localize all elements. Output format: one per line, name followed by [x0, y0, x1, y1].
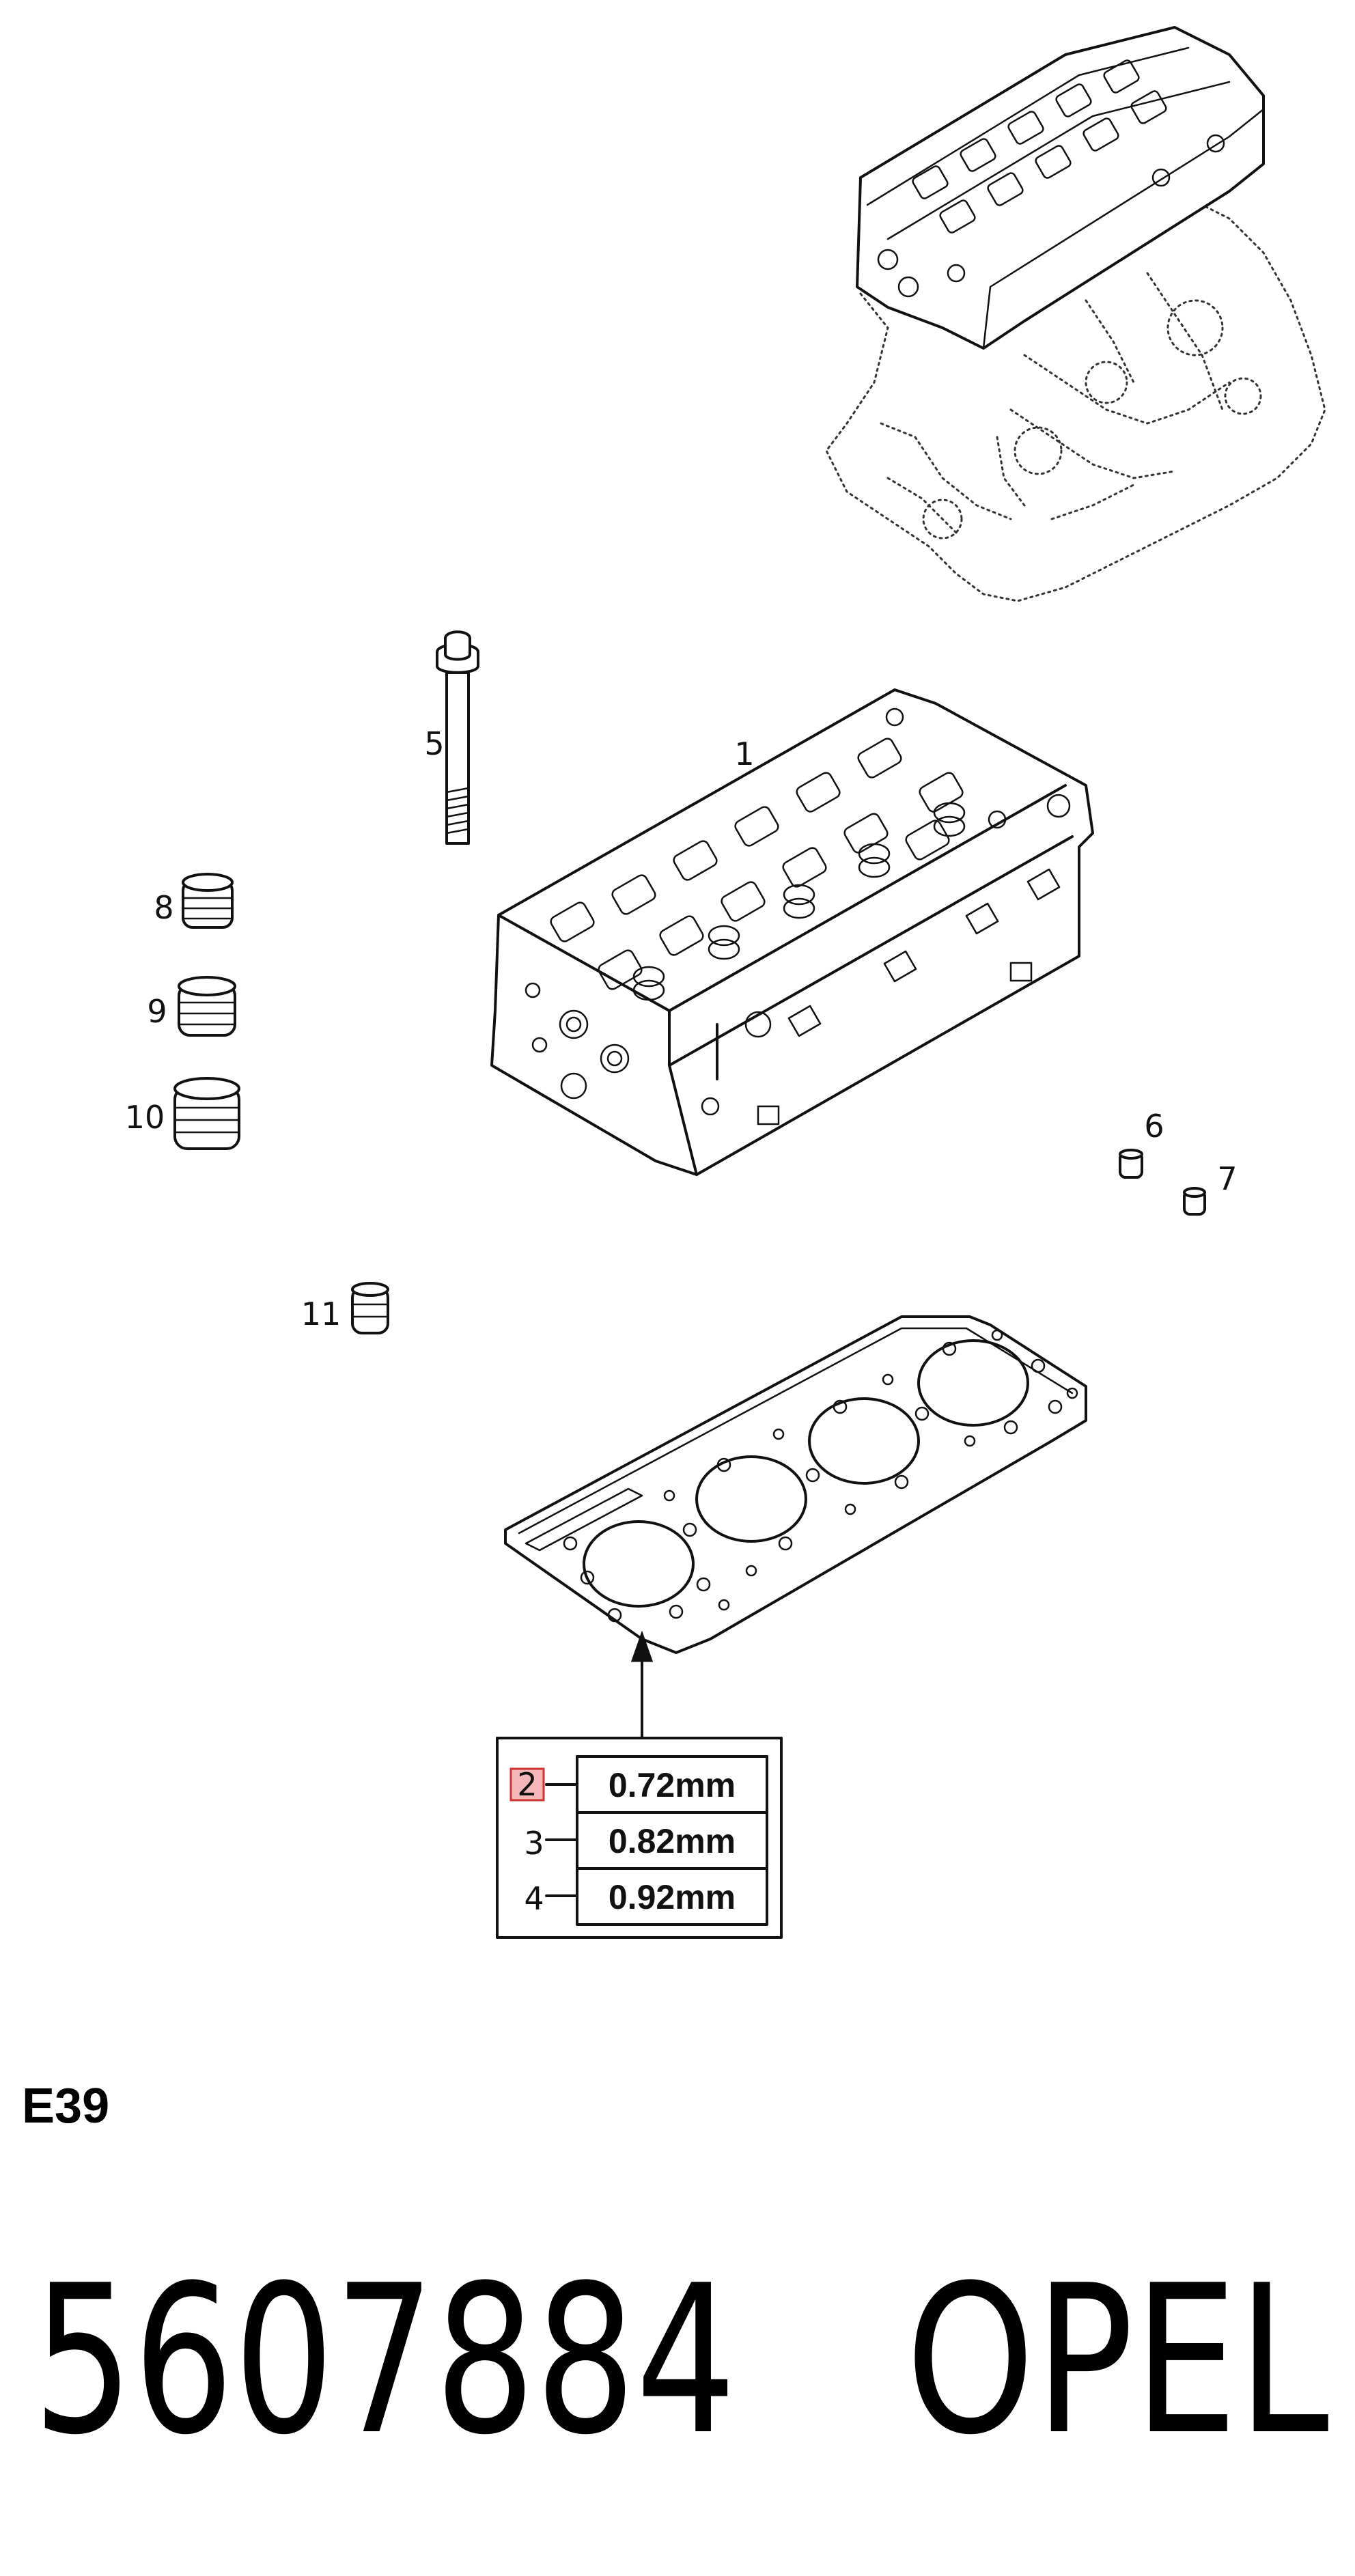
cylinder-head-illustration — [490, 688, 1094, 1176]
callout-7: 7 — [1217, 1160, 1237, 1197]
gasket-thickness-0-82: 0.82mm — [609, 1822, 736, 1860]
section-code: E39 — [22, 2079, 109, 2133]
dowel-pin-6-illustration — [1119, 1149, 1143, 1179]
part-number: 5607884 — [33, 2241, 736, 2480]
gasket-thickness-0-92: 0.92mm — [609, 1878, 736, 1916]
gasket-thickness-0-72: 0.72mm — [609, 1766, 736, 1804]
gasket-ref-4: 4 — [524, 1880, 544, 1917]
dowel-pin-7-illustration — [1183, 1187, 1206, 1216]
tappet-8-illustration — [182, 873, 234, 929]
pin-11-illustration — [351, 1282, 389, 1334]
highlight-box — [509, 1767, 545, 1802]
tappet-9-illustration — [178, 976, 236, 1037]
gasket-thickness-table: 2 0.72mm 3 0.82mm 4 0.92mm — [496, 1737, 783, 1939]
brand-name: OPEL — [906, 2241, 1330, 2480]
callout-5: 5 — [424, 725, 444, 762]
head-gasket-illustration — [504, 1315, 1087, 1654]
callout-1: 1 — [734, 736, 754, 772]
gasket-ref-3: 3 — [524, 1825, 544, 1862]
head-bolt-illustration — [436, 630, 479, 845]
gasket-ref-2: 2 — [517, 1766, 537, 1803]
callout-8: 8 — [154, 889, 173, 926]
engine-overview-illustration — [825, 26, 1326, 602]
tappet-10-illustration — [173, 1077, 240, 1150]
callout-6: 6 — [1144, 1108, 1164, 1145]
callout-11: 11 — [301, 1296, 341, 1332]
callout-10: 10 — [125, 1099, 165, 1136]
callout-9: 9 — [147, 993, 167, 1030]
gasket-pointer-arrow — [630, 1630, 654, 1739]
